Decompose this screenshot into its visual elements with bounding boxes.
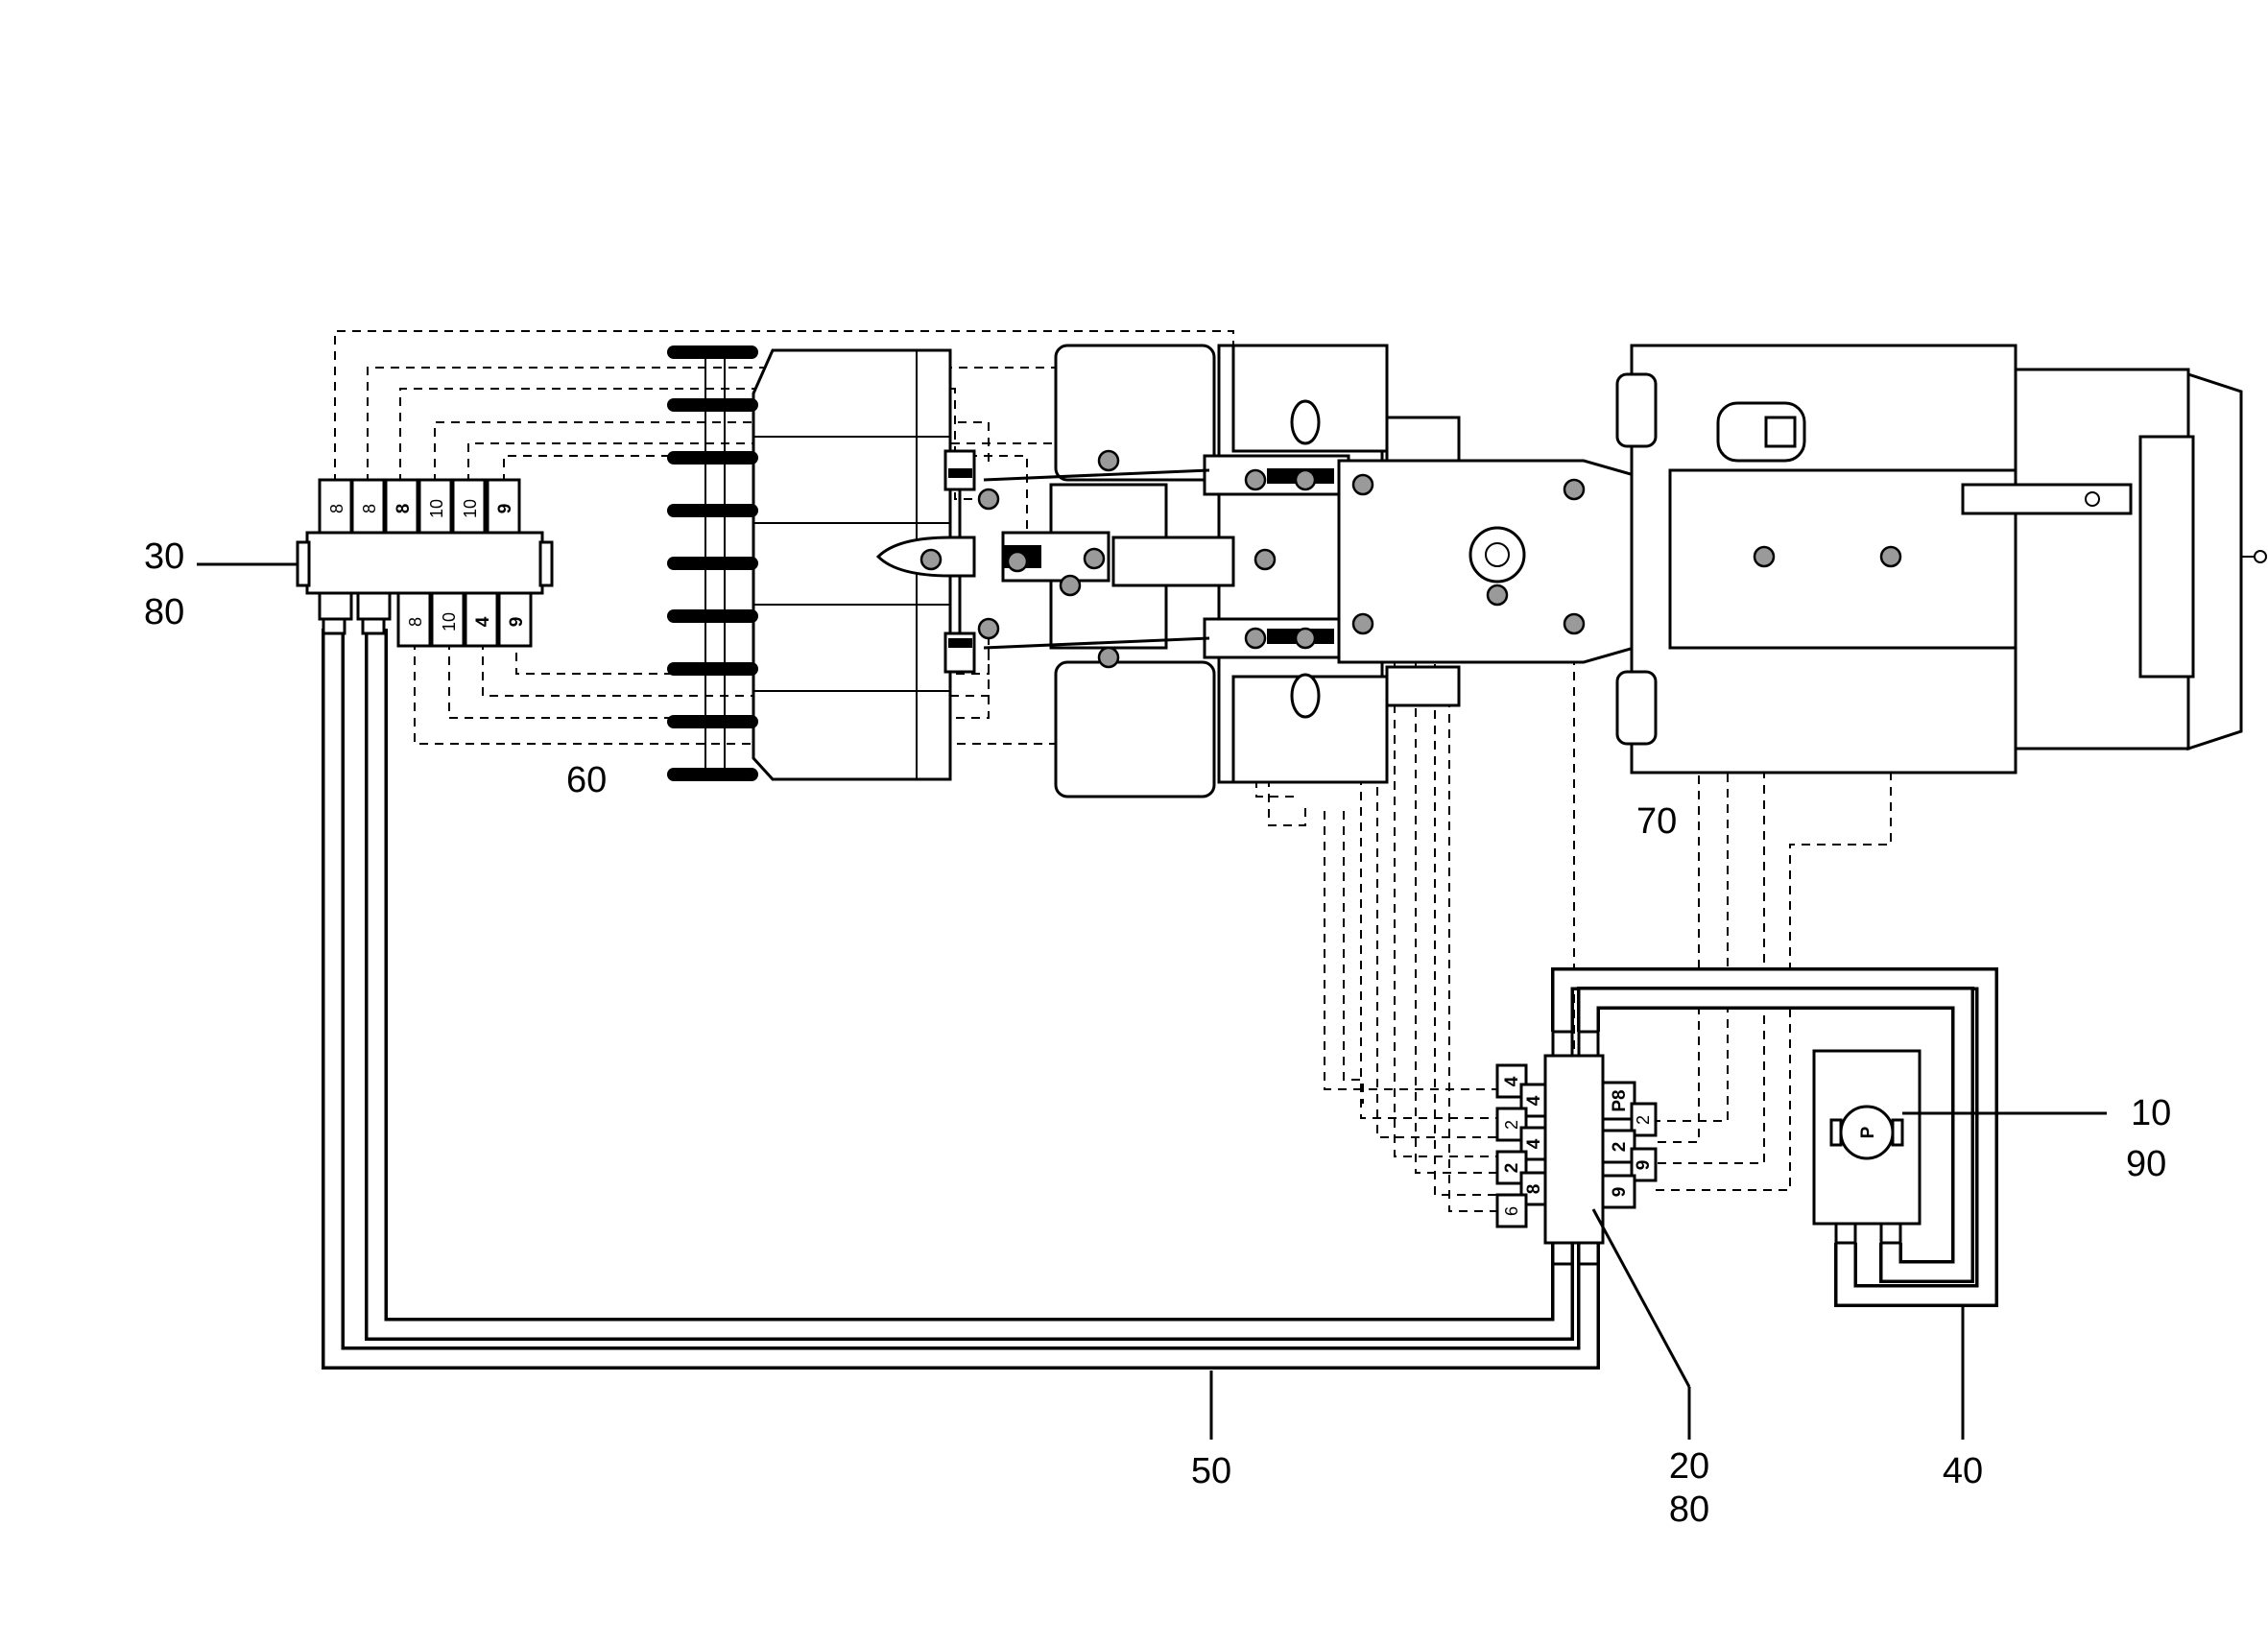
front-attachment — [667, 345, 952, 781]
loader-port-label: 9 — [507, 617, 527, 628]
loader-block-top-ports: 8 8 8 10 10 9 — [318, 478, 521, 535]
loader-distribution-block: 8 8 8 10 10 9 8 10 4 9 — [296, 478, 554, 648]
central-port-label: 9 — [1634, 1160, 1654, 1171]
central-port-label: 2 — [1502, 1163, 1522, 1174]
rear-frame — [1615, 344, 2267, 774]
central-port-label: 4 — [1502, 1076, 1522, 1086]
callout-80-loader: 80 — [144, 592, 184, 632]
central-distribution-block: 4 4 2 4 2 8 6 P8 2 2 9 9 — [1495, 1030, 1658, 1266]
loader-port-label: 8 — [327, 504, 346, 513]
callout-50: 50 — [1191, 1451, 1231, 1491]
central-port-label: 6 — [1502, 1206, 1521, 1216]
articulation-joint — [1337, 459, 1653, 664]
main-hose-50 — [322, 629, 1600, 1370]
callout-60: 60 — [566, 760, 607, 800]
central-port-label: P8 — [1610, 1089, 1630, 1111]
pump-unit: P — [1812, 1049, 1922, 1245]
loader-port-label: 8 — [394, 504, 414, 514]
callout-leaders — [197, 562, 2107, 1440]
loader-port-label: 10 — [461, 499, 480, 518]
callout-40: 40 — [1943, 1451, 1983, 1491]
callout-20: 20 — [1669, 1446, 1709, 1487]
central-block-right-ports: P8 2 2 9 9 — [1601, 1081, 1658, 1209]
loader-port-label: 8 — [360, 504, 379, 513]
callout-10: 10 — [2131, 1093, 2171, 1133]
callout-90: 90 — [2126, 1144, 2166, 1184]
central-port-label: 2 — [1634, 1115, 1653, 1125]
central-port-label: 2 — [1502, 1120, 1521, 1130]
callout-labels: 30 80 60 70 10 90 50 20 80 40 — [144, 536, 2171, 1530]
central-port-label: 2 — [1610, 1142, 1630, 1153]
central-block-left-ports: 4 4 2 4 2 8 6 — [1495, 1063, 1547, 1228]
grease-points — [919, 449, 1902, 669]
central-port-label: 4 — [1524, 1095, 1544, 1106]
pump-symbol: P — [1858, 1126, 1878, 1138]
loader-port-label: 8 — [406, 617, 425, 627]
loader-block-bottom-ports: 8 10 4 9 — [396, 591, 533, 648]
tines — [667, 345, 758, 781]
loader-port-label: 4 — [473, 616, 493, 627]
central-port-label: 9 — [1610, 1187, 1630, 1198]
pump-hose-40 — [1551, 967, 1998, 1307]
callout-70: 70 — [1636, 801, 1677, 842]
callout-30: 30 — [144, 536, 184, 577]
central-port-label: 4 — [1524, 1138, 1544, 1149]
central-port-label: 8 — [1524, 1184, 1544, 1195]
loader-port-label: 10 — [440, 612, 459, 631]
callout-80-main: 80 — [1669, 1489, 1709, 1530]
loader-port-label: 10 — [427, 499, 446, 518]
loader-port-label: 9 — [495, 504, 515, 514]
